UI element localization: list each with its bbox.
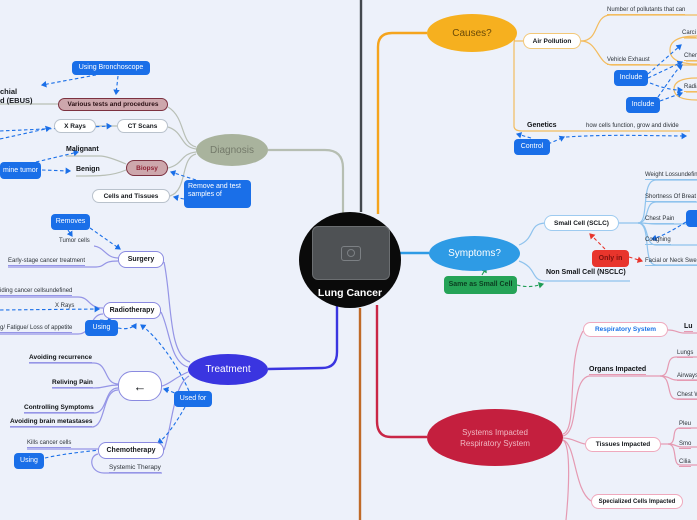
ebus-label[interactable]: chial d (EBUS) xyxy=(0,87,33,105)
treatment-topic[interactable]: Treatment xyxy=(188,354,268,385)
benign-label[interactable]: Benign xyxy=(76,166,100,173)
using-button-chemotherapy[interactable]: Using xyxy=(14,453,44,469)
pollutants-label[interactable]: Number of pollutants that can xyxy=(607,7,686,15)
used-for-button[interactable]: Used for xyxy=(174,391,212,407)
only-in-button[interactable]: Only in xyxy=(592,250,629,267)
systems-impacted-topic[interactable]: Systems Impacted Respiratory System xyxy=(427,409,563,466)
respiratory-system-node[interactable]: Respiratory System xyxy=(583,322,668,337)
determine-tumor-button[interactable]: mine tumor xyxy=(0,162,41,179)
lungs-label[interactable]: Lungs xyxy=(677,350,694,358)
removes-button[interactable]: Removes xyxy=(51,214,90,230)
various-tests-node[interactable]: Various tests and procedures xyxy=(58,98,168,111)
how-cells-label[interactable]: how cells function, grow and divide xyxy=(586,123,679,129)
radiation-label[interactable]: Radia xyxy=(684,84,697,92)
cells-tissues-node[interactable]: Cells and Tissues xyxy=(92,189,170,203)
reliving-pain-label[interactable]: Reliving Pain xyxy=(52,379,93,388)
nsclc-label[interactable]: Non Small Cell (NSCLC) xyxy=(546,269,626,276)
specialized-cells-node[interactable]: Specialized Cells Impacted xyxy=(591,494,683,509)
using-button-radiotherapy[interactable]: Using xyxy=(85,320,118,336)
control-button[interactable]: Control xyxy=(514,139,550,155)
fatigue-label[interactable]: g/ Fatigue/ Loss of appetite xyxy=(0,325,73,333)
center-topic-label: Lung Cancer xyxy=(317,287,383,299)
chest-wall-label[interactable]: Chest W xyxy=(677,392,697,400)
facial-swelling-label[interactable]: Facial or Neck Swel xyxy=(645,258,697,266)
symptoms-topic[interactable]: Symptoms? xyxy=(429,236,520,271)
carcinogens-label[interactable]: Carci xyxy=(682,30,697,38)
cancer-cells-label[interactable]: iding cancer cellsundefined xyxy=(0,288,73,296)
include-button-2[interactable]: Include xyxy=(626,97,660,113)
topic-image-placeholder xyxy=(312,226,390,280)
malignant-label[interactable]: Malignant xyxy=(66,146,99,153)
diagnosis-topic[interactable]: Diagnosis xyxy=(196,134,268,166)
early-stage-label[interactable]: Early-stage cancer treatment xyxy=(8,258,86,266)
clipped-action-button[interactable] xyxy=(686,210,697,227)
camera-icon xyxy=(341,245,361,261)
kills-cancer-cells-label[interactable]: Kills cancer cells xyxy=(27,440,72,448)
ct-scans-node[interactable]: CT Scans xyxy=(117,119,168,133)
biopsy-node[interactable]: Biopsy xyxy=(126,160,168,176)
small-cell-node[interactable]: Small Cell (SCLC) xyxy=(544,215,619,231)
avoiding-recurrence-label[interactable]: Avoiding recurrence xyxy=(29,354,92,363)
coughing-label[interactable]: Coughing xyxy=(645,237,671,245)
lungs-bold-label[interactable]: Lu xyxy=(684,323,693,332)
chemicals-label[interactable]: Chemi xyxy=(684,53,697,61)
avoiding-brain-metastases-label[interactable]: Avoiding brain metastases xyxy=(10,418,93,427)
surgery-node[interactable]: Surgery xyxy=(118,251,164,268)
cilia-label[interactable]: Cilia xyxy=(679,459,691,467)
weight-loss-label[interactable]: Weight Lossundefin xyxy=(645,172,697,180)
systemic-therapy-label[interactable]: Systemic Therapy xyxy=(109,464,161,473)
radiotherapy-node[interactable]: Radiotherapy xyxy=(103,302,161,319)
tumor-cells-label[interactable]: Tumor cells xyxy=(59,238,90,244)
chemotherapy-node[interactable]: Chemotherapy xyxy=(98,442,164,459)
vehicle-exhaust-label[interactable]: Vehicle Exhaust xyxy=(607,57,650,65)
causes-topic[interactable]: Causes? xyxy=(427,14,517,52)
air-pollution-node[interactable]: Air Pollution xyxy=(523,33,581,49)
genetics-label[interactable]: Genetics xyxy=(527,122,557,129)
controlling-symptoms-label[interactable]: Controlling Symptoms xyxy=(24,404,94,413)
using-bronchoscope-button[interactable]: Using Bronchoscope xyxy=(72,61,150,75)
airways-label[interactable]: Airways xyxy=(677,373,697,381)
tissues-impacted-node[interactable]: Tissues Impacted xyxy=(585,437,661,452)
same-as-small-cell-button[interactable]: Same as Small Cell xyxy=(444,276,517,294)
pleura-label[interactable]: Pleu xyxy=(679,421,692,429)
arrow-node[interactable]: ← xyxy=(118,371,162,401)
remove-test-samples-button[interactable]: Remove and test samples of xyxy=(184,180,251,208)
organs-impacted-label[interactable]: Organs Impacted xyxy=(589,366,647,375)
x-rays-node[interactable]: X Rays xyxy=(54,119,96,133)
include-button-1[interactable]: Include xyxy=(614,70,648,86)
center-topic-lung-cancer[interactable]: Lung Cancer xyxy=(299,212,401,308)
shortness-label[interactable]: Shortness Of Breat xyxy=(645,194,697,202)
x-rays-small-label[interactable]: X Rays xyxy=(55,303,75,309)
chest-pain-label[interactable]: Chest Pain xyxy=(645,216,675,224)
smooth-label[interactable]: Smo xyxy=(679,441,692,449)
